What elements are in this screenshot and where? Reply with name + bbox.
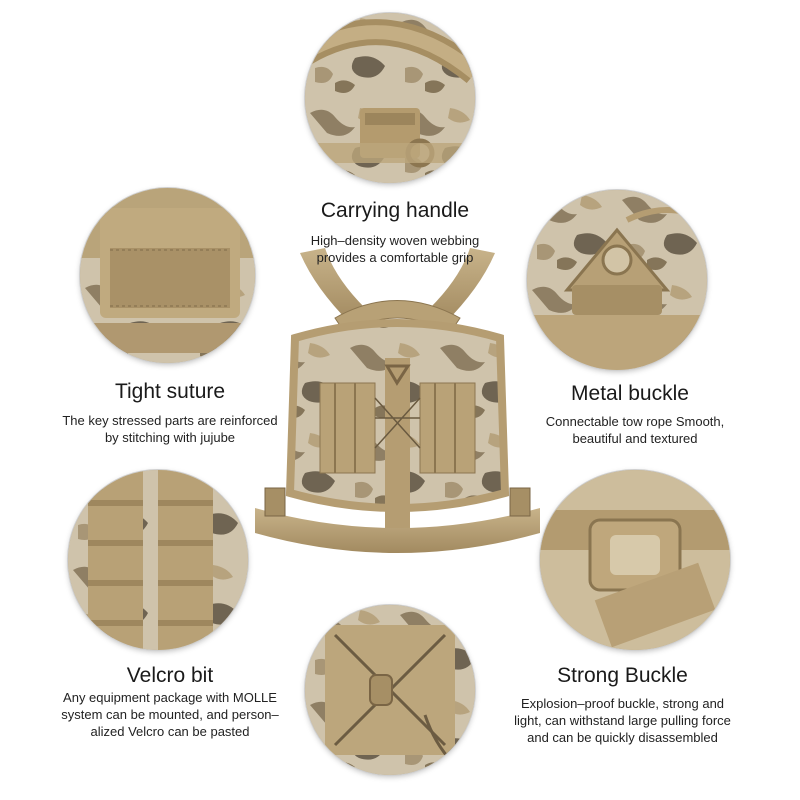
desc-line: Any equipment package with MOLLE bbox=[63, 690, 277, 705]
feature-desc-metal-buckle: Connectable tow rope Smooth, beautiful a… bbox=[530, 413, 740, 447]
feature-desc-velcro-bit: Any equipment package with MOLLE system … bbox=[40, 689, 300, 740]
feature-desc-strong-buckle: Explosion–proof buckle, strong and light… bbox=[495, 695, 750, 746]
strong-buckle-closeup-image bbox=[540, 470, 730, 650]
elastic-cord-closeup-image bbox=[305, 605, 475, 775]
feature-title-tight-suture: Tight suture bbox=[114, 380, 226, 403]
desc-line: by stitching with jujube bbox=[104, 430, 236, 445]
tight-suture-closeup-image bbox=[80, 188, 255, 363]
feature-desc-tight-suture: The key stressed parts are reinforced by… bbox=[45, 412, 295, 446]
metal-buckle-closeup-image bbox=[527, 190, 707, 370]
desc-line: beautiful and textured bbox=[572, 431, 698, 446]
carrying-handle-closeup-image bbox=[305, 13, 475, 183]
desc-line: High–density woven webbing bbox=[310, 233, 480, 248]
desc-line: provides a comfortable grip bbox=[316, 250, 474, 265]
desc-line: and can be quickly disassembled bbox=[527, 730, 718, 745]
dog-harness-product-image bbox=[255, 248, 540, 553]
feature-title-velcro-bit: Velcro bit bbox=[126, 664, 214, 687]
desc-line: alized Velcro can be pasted bbox=[90, 724, 250, 739]
feature-title-strong-buckle: Strong Buckle bbox=[557, 664, 688, 687]
velcro-molle-closeup-image bbox=[68, 470, 248, 650]
desc-line: light, can withstand large pulling force bbox=[514, 713, 731, 728]
feature-desc-carrying-handle: High–density woven webbing provides a co… bbox=[290, 232, 500, 266]
desc-line: The key stressed parts are reinforced bbox=[62, 413, 278, 428]
feature-title-metal-buckle: Metal buckle bbox=[571, 382, 689, 405]
feature-title-carrying-handle: Carrying handle bbox=[320, 199, 470, 222]
desc-line: Connectable tow rope Smooth, bbox=[545, 414, 725, 429]
desc-line: Explosion–proof buckle, strong and bbox=[520, 696, 725, 711]
desc-line: system can be mounted, and person– bbox=[61, 707, 279, 722]
